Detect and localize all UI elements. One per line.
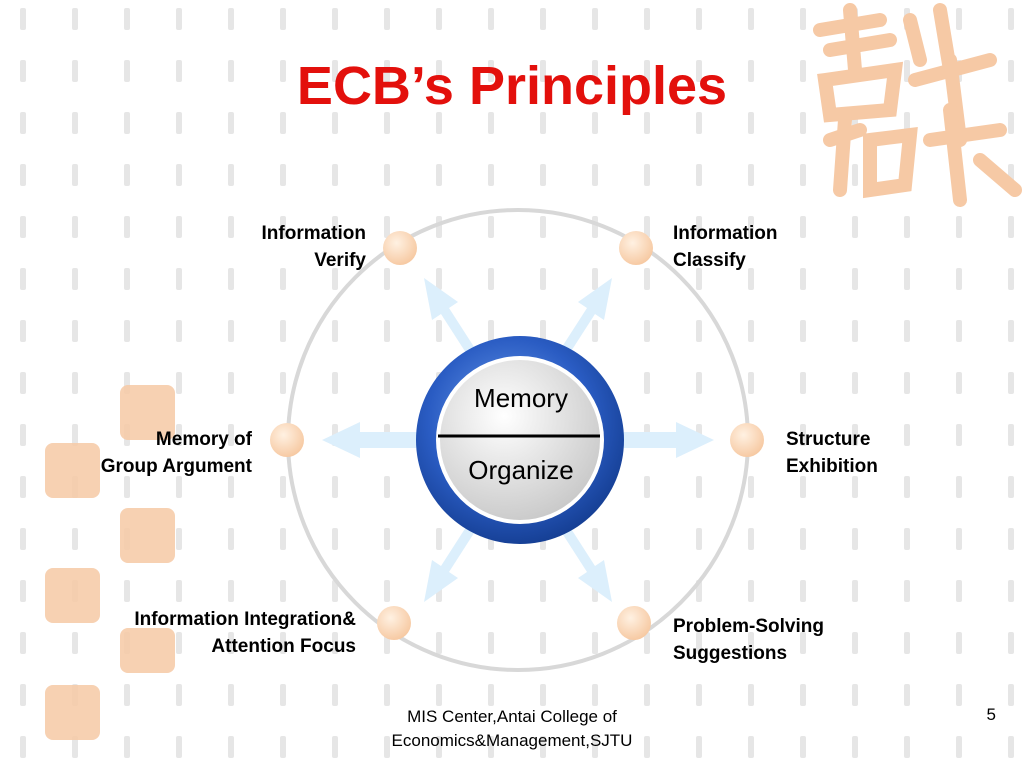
label-structure-exhibition: Structure Exhibition xyxy=(786,429,878,477)
slide-title: ECB’s Principles xyxy=(296,56,728,116)
hub-label-memory: Memory xyxy=(474,383,568,413)
label-information-integration: Information Integration& Attention Focus xyxy=(134,609,356,657)
arrows xyxy=(322,278,714,602)
node-bottom-right xyxy=(617,606,651,640)
arrow-right xyxy=(618,422,714,458)
arrow-up-right xyxy=(560,278,612,356)
node-left xyxy=(270,423,304,457)
label-problem-solving: Problem-Solving Suggestions xyxy=(673,616,824,664)
label-memory-of-group-argument: Memory of Group Argument xyxy=(100,429,252,477)
arrow-down-left xyxy=(424,524,476,602)
node-top-right xyxy=(619,231,653,265)
arrow-down-right xyxy=(560,524,612,602)
label-information-verify: Information Verify xyxy=(261,223,367,271)
arrow-up-left xyxy=(424,278,476,356)
nodes xyxy=(270,231,764,640)
node-right xyxy=(730,423,764,457)
hub-label-organize: Organize xyxy=(468,455,574,485)
footer-affiliation: MIS Center,Antai College of Economics&Ma… xyxy=(391,707,633,750)
central-hub xyxy=(416,336,624,544)
arrow-left xyxy=(322,422,418,458)
node-bottom-left xyxy=(377,606,411,640)
node-top-left xyxy=(383,231,417,265)
label-information-classify: Information Classify xyxy=(673,223,778,271)
page-number: 5 xyxy=(986,705,996,724)
